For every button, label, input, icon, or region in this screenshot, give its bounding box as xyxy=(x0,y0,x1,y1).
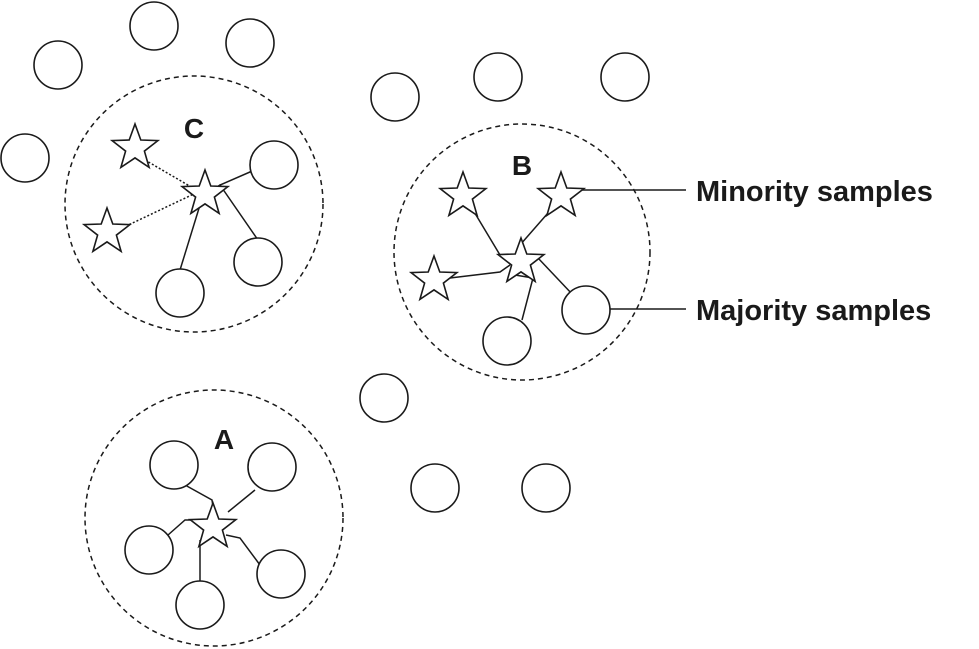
link-a-majority-right xyxy=(225,534,261,566)
majority-sample xyxy=(233,237,283,287)
majority-samples xyxy=(0,1,650,630)
link-b-majority-bottom xyxy=(514,274,534,321)
link-a-majority-top-right xyxy=(227,489,256,513)
minority-sample-star xyxy=(535,169,587,218)
majority-sample xyxy=(410,463,460,513)
region-b-boundary xyxy=(393,123,651,381)
majority-sample xyxy=(225,18,275,68)
majority-sample xyxy=(247,442,297,492)
legend-majority-label: Majority samples xyxy=(696,295,931,327)
minority-sample-star xyxy=(179,167,231,216)
minority-sample-star xyxy=(81,205,133,254)
majority-sample xyxy=(155,268,205,318)
link-c-minority-left xyxy=(121,191,199,229)
majority-sample xyxy=(521,463,571,513)
link-b-majority-right xyxy=(537,257,574,296)
region-c-boundary xyxy=(64,75,324,333)
minority-sample-star xyxy=(187,500,239,549)
majority-sample xyxy=(600,52,650,102)
majority-sample xyxy=(0,133,50,183)
majority-sample xyxy=(359,373,409,423)
minority-samples xyxy=(81,121,587,549)
minority-sample-star xyxy=(408,253,460,302)
link-c-majority-bottom xyxy=(179,204,201,271)
minority-sample-star xyxy=(495,235,547,284)
majority-sample xyxy=(175,580,225,630)
majority-sample xyxy=(473,52,523,102)
region-label-a: A xyxy=(214,424,234,455)
legend-minority-label: Minority samples xyxy=(696,176,933,208)
majority-sample xyxy=(256,549,306,599)
link-b-minority-left xyxy=(449,264,511,279)
majority-sample xyxy=(249,140,299,190)
majority-sample xyxy=(149,440,199,490)
majority-sample xyxy=(482,316,532,366)
region-label-b: B xyxy=(512,150,532,181)
majority-sample xyxy=(129,1,179,51)
minority-sample-star xyxy=(437,169,489,218)
majority-sample xyxy=(33,40,83,90)
minority-sample-star xyxy=(109,121,161,170)
region-a-boundary xyxy=(84,389,344,647)
majority-sample xyxy=(561,285,611,335)
majority-sample xyxy=(370,72,420,122)
majority-sample xyxy=(124,525,174,575)
region-label-c: C xyxy=(184,113,204,144)
